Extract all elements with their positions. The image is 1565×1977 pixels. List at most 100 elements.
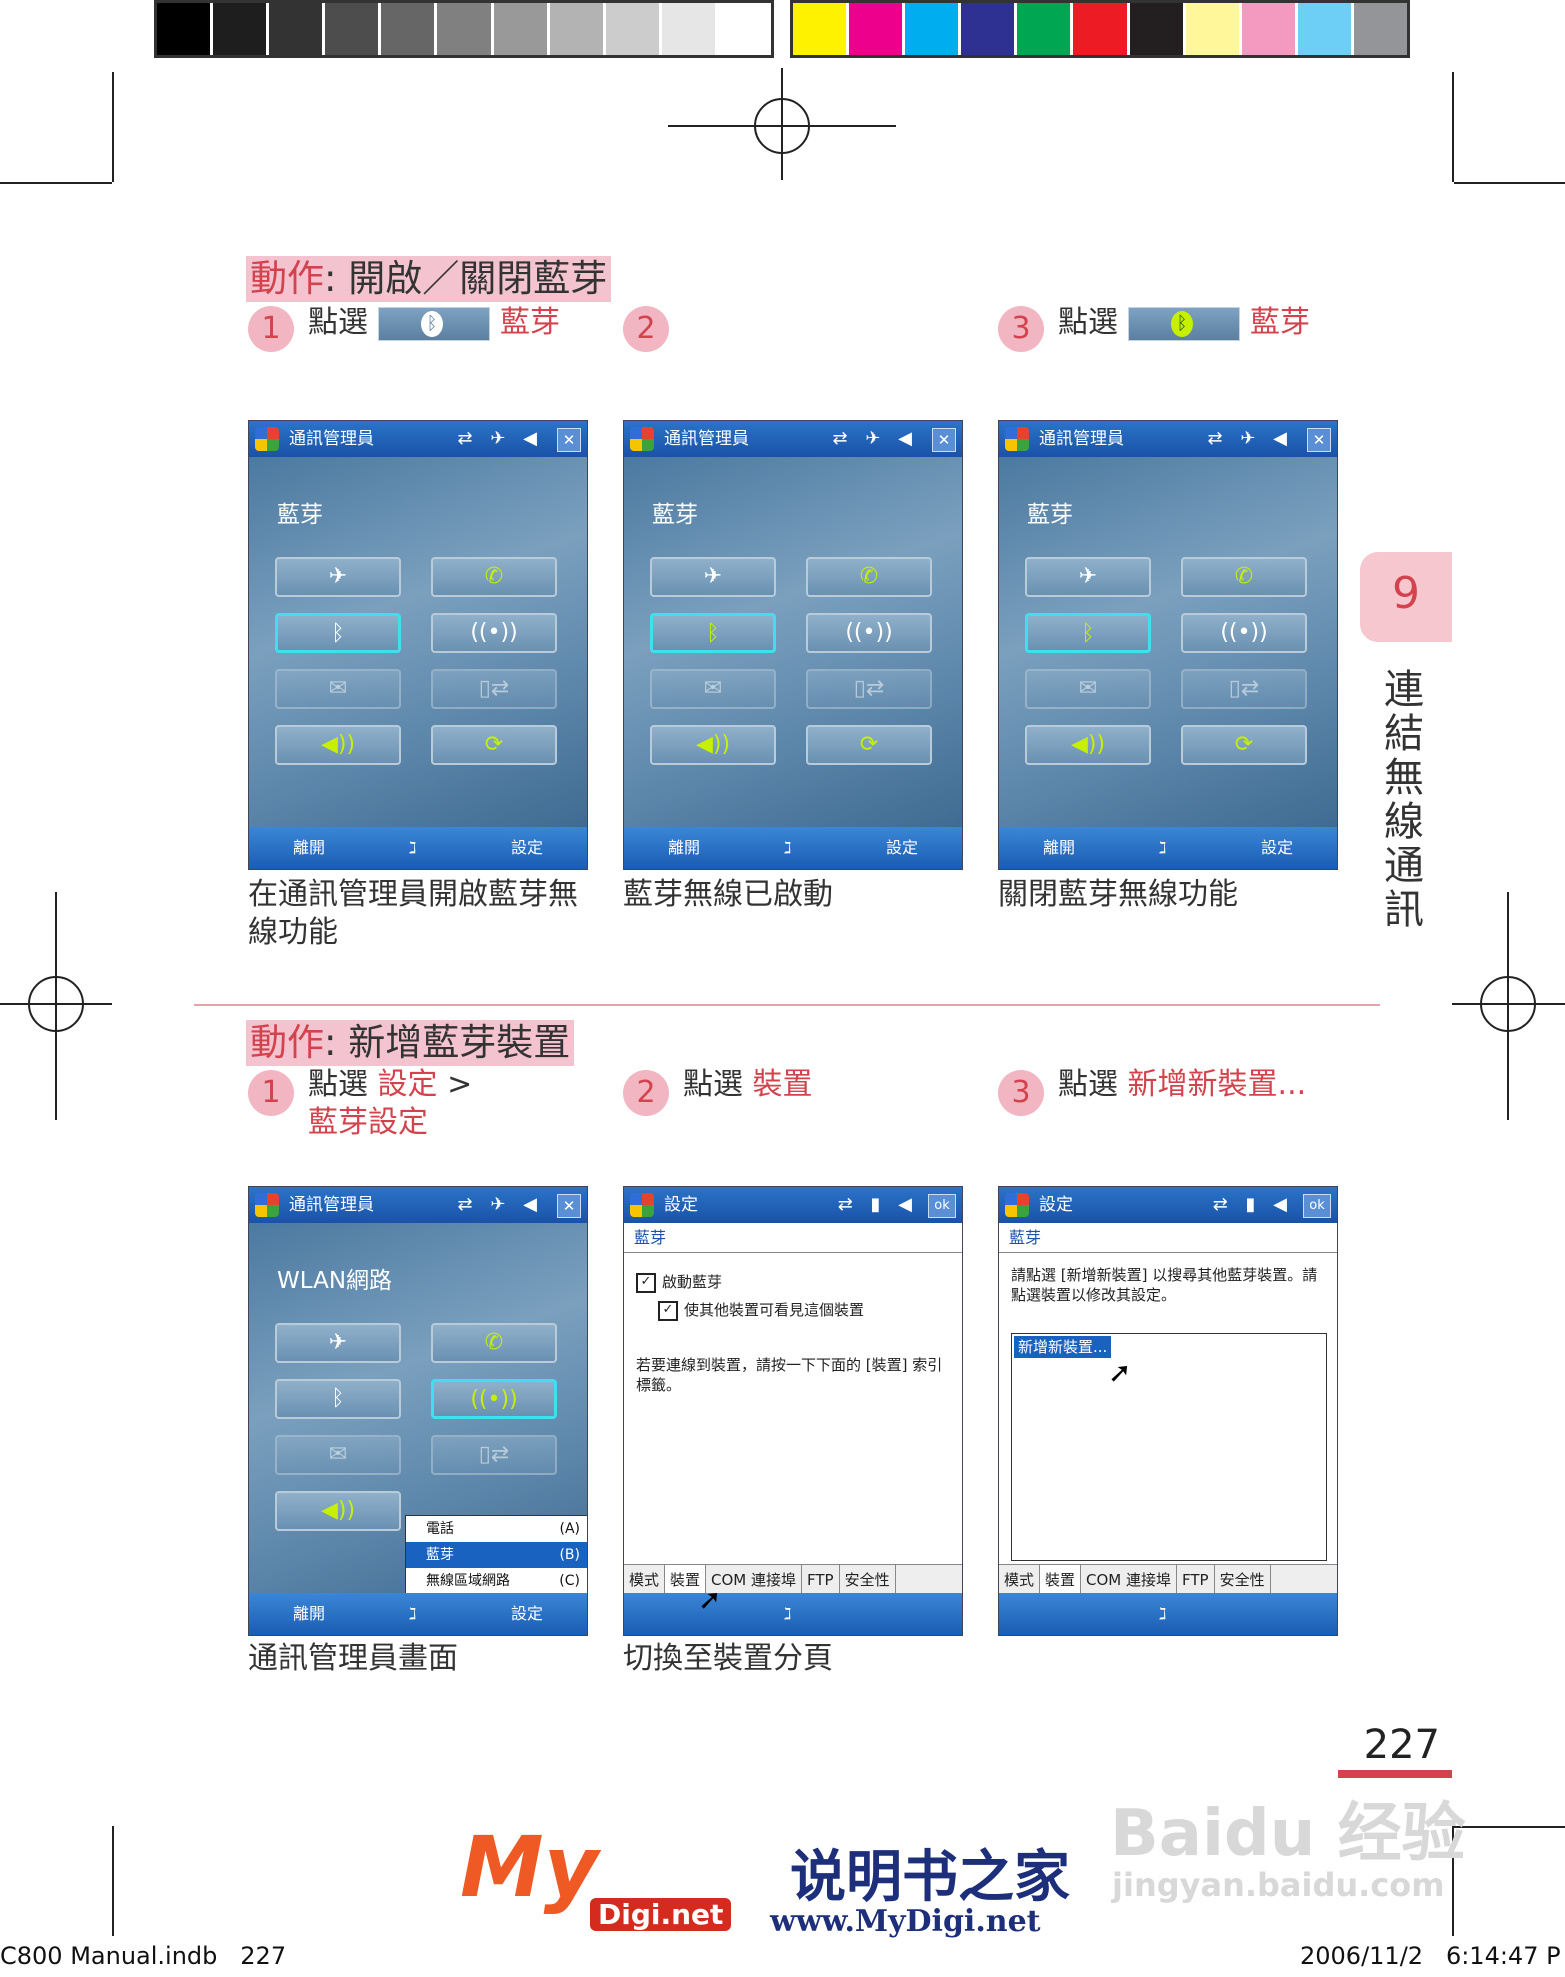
windows-start-icon[interactable] <box>630 1193 654 1217</box>
baidu-watermark: Baidu 经验 <box>1110 1797 1466 1871</box>
color-swatch <box>549 3 606 55</box>
windows-start-icon[interactable] <box>255 427 279 451</box>
windows-start-icon[interactable] <box>1005 427 1029 451</box>
step-label: 新增新裝置... <box>1127 1067 1307 1102</box>
tab-security[interactable]: 安全性 <box>840 1565 896 1595</box>
menu-item-wlan[interactable]: 無線區域網路(C) <box>406 1568 587 1594</box>
wifi-icon[interactable]: ((•)) <box>431 1379 557 1419</box>
tab-com-port[interactable]: COM 連接埠 <box>1081 1565 1178 1595</box>
tab-com-port[interactable]: COM 連接埠 <box>706 1565 803 1595</box>
color-swatch <box>1017 3 1074 55</box>
keyboard-icon[interactable]: ℷ <box>409 838 417 857</box>
exit-softkey[interactable]: 離開 <box>293 838 326 857</box>
bluetooth-icon[interactable]: ᛒ <box>275 1379 401 1419</box>
ok-button[interactable]: ok <box>928 1194 956 1218</box>
settings-softkey[interactable]: 設定 <box>885 838 918 857</box>
keyboard-icon[interactable]: ℷ <box>1159 838 1167 857</box>
airplane-icon[interactable]: ✈ <box>275 557 401 597</box>
menu-key: (B) <box>559 1547 580 1563</box>
bluetooth-icon[interactable]: ᛒ <box>275 613 401 653</box>
mail-icon[interactable]: ✉ <box>275 1435 401 1475</box>
tab-ftp[interactable]: FTP <box>1177 1565 1215 1595</box>
settings-softkey[interactable]: 設定 <box>510 1604 543 1623</box>
mail-icon[interactable]: ✉ <box>1025 669 1151 709</box>
exit-softkey[interactable]: 離開 <box>668 838 701 857</box>
close-icon[interactable]: ✕ <box>557 1194 581 1218</box>
tab-mode[interactable]: 模式 <box>999 1565 1041 1595</box>
mail-icon[interactable]: ✉ <box>650 669 776 709</box>
settings-softkey[interactable]: 設定 <box>1260 838 1293 857</box>
check-icon: ✓ <box>658 1300 678 1321</box>
wifi-icon[interactable]: ((•)) <box>1181 613 1307 653</box>
windows-start-icon[interactable] <box>255 1193 279 1217</box>
windows-start-icon[interactable] <box>630 427 654 451</box>
visible-checkbox[interactable]: ✓使其他裝置可看見這個裝置 <box>658 1299 864 1321</box>
sync-device-icon[interactable]: ▯⇄ <box>1181 669 1307 709</box>
logo-url: www.MyDigi.net <box>770 1904 1041 1939</box>
close-icon[interactable]: ✕ <box>557 428 581 452</box>
file-name: C800 Manual.indb <box>0 1942 218 1970</box>
step-prefix: 點選 <box>683 1067 743 1102</box>
soft-key-bar: 離開 ℷ 設定 <box>624 827 962 869</box>
airplane-icon[interactable]: ✈ <box>1025 557 1151 597</box>
device-list[interactable]: 新增新裝置... ➚ <box>1011 1333 1327 1561</box>
step-number: 3 <box>998 1070 1044 1116</box>
sync-device-icon[interactable]: ▯⇄ <box>431 1435 557 1475</box>
menu-label: 電話 <box>426 1521 454 1537</box>
airplane-icon[interactable]: ✈ <box>275 1323 401 1363</box>
sync-device-icon[interactable]: ▯⇄ <box>806 669 932 709</box>
wifi-icon[interactable]: ((•)) <box>431 613 557 653</box>
bluetooth-icon: ᛒ <box>421 310 443 337</box>
speaker-icon[interactable]: ◀)) <box>650 725 776 765</box>
speaker-icon[interactable]: ◀)) <box>275 1491 401 1531</box>
exit-softkey[interactable]: 離開 <box>293 1604 326 1623</box>
caption: 通訊管理員畫面 <box>248 1641 458 1676</box>
keyboard-icon[interactable]: ℷ <box>1159 1604 1167 1623</box>
enable-bluetooth-checkbox[interactable]: ✓啟動藍芽 <box>636 1271 722 1293</box>
bluetooth-button-thumb: ᛒ <box>1128 306 1240 341</box>
keyboard-icon[interactable]: ℷ <box>409 1604 417 1623</box>
tab-ftp[interactable]: FTP <box>802 1565 840 1595</box>
tab-mode[interactable]: 模式 <box>624 1565 666 1595</box>
caption: 藍芽無線已啟動 <box>623 877 833 912</box>
refresh-icon[interactable]: ⟳ <box>806 725 932 765</box>
color-swatch <box>493 3 550 55</box>
phone-icon[interactable]: ✆ <box>1181 557 1307 597</box>
registration-line <box>781 68 783 180</box>
keyboard-icon[interactable]: ℷ <box>784 838 792 857</box>
tab-devices[interactable]: 裝置 <box>665 1565 707 1595</box>
refresh-icon[interactable]: ⟳ <box>431 725 557 765</box>
title-bar: 設定 ⇄ ▮ ◀ ok <box>624 1187 962 1223</box>
settings-softkey[interactable]: 設定 <box>510 838 543 857</box>
section-label: 藍芽 <box>277 502 323 528</box>
exit-softkey[interactable]: 離開 <box>1043 838 1076 857</box>
close-icon[interactable]: ✕ <box>1307 428 1331 452</box>
bluetooth-icon[interactable]: ᛒ <box>650 613 776 653</box>
color-swatch <box>1073 3 1130 55</box>
tab-security[interactable]: 安全性 <box>1215 1565 1271 1595</box>
close-icon[interactable]: ✕ <box>932 428 956 452</box>
speaker-icon[interactable]: ◀)) <box>275 725 401 765</box>
refresh-icon[interactable]: ⟳ <box>1181 725 1307 765</box>
speaker-icon[interactable]: ◀)) <box>1025 725 1151 765</box>
sync-device-icon[interactable]: ▯⇄ <box>431 669 557 709</box>
tab-devices[interactable]: 裝置 <box>1040 1565 1082 1595</box>
menu-item-bluetooth[interactable]: 藍芽(B) <box>406 1542 587 1568</box>
bluetooth-icon[interactable]: ᛒ <box>1025 613 1151 653</box>
ok-button[interactable]: ok <box>1303 1194 1331 1218</box>
status-icons: ⇄ ▮ ◀ <box>1212 1194 1293 1215</box>
step-number: 2 <box>623 306 669 352</box>
color-swatch <box>269 3 326 55</box>
airplane-icon[interactable]: ✈ <box>650 557 776 597</box>
new-device-item[interactable]: 新增新裝置... <box>1014 1336 1112 1358</box>
mail-icon[interactable]: ✉ <box>275 669 401 709</box>
step1-text: 點選 設定 > 藍芽設定 <box>308 1066 608 1142</box>
keyboard-icon[interactable]: ℷ <box>784 1604 792 1623</box>
phone-icon[interactable]: ✆ <box>431 557 557 597</box>
windows-start-icon[interactable] <box>1005 1193 1029 1217</box>
menu-item-phone[interactable]: 電話(A) <box>406 1516 587 1542</box>
wifi-icon[interactable]: ((•)) <box>806 613 932 653</box>
title-bar: 設定 ⇄ ▮ ◀ ok <box>999 1187 1337 1223</box>
phone-icon[interactable]: ✆ <box>431 1323 557 1363</box>
phone-icon[interactable]: ✆ <box>806 557 932 597</box>
